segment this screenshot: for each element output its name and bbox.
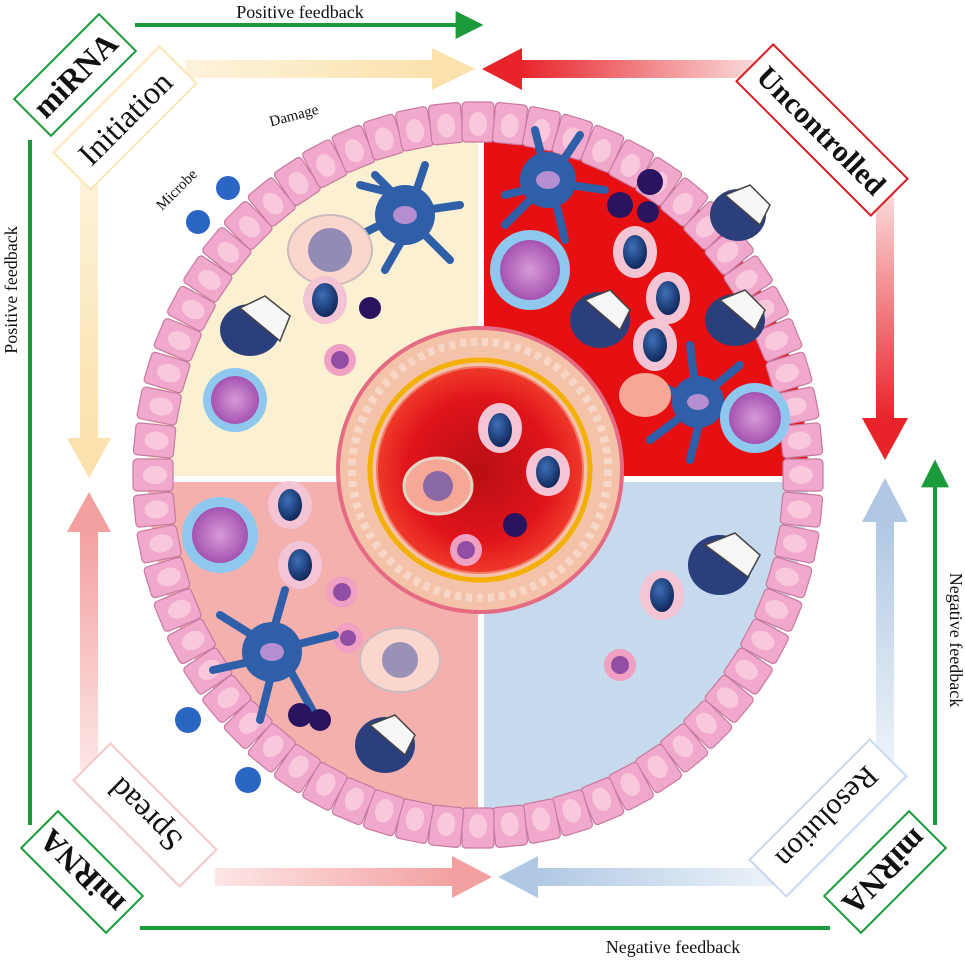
epithelial-cell	[660, 723, 709, 773]
epithelial-cell	[635, 743, 683, 794]
epithelial-cell	[779, 491, 824, 528]
blood-vessel	[336, 326, 624, 614]
epithelial-cell	[167, 618, 216, 665]
epithelial-cell	[132, 422, 177, 459]
epithelial-cell	[136, 386, 182, 426]
epithelial-cell	[740, 618, 789, 665]
epithelial-cell	[491, 804, 529, 848]
epithelial-cell	[153, 588, 202, 632]
epithelial-cell	[167, 285, 216, 332]
epithelial-cell	[765, 556, 813, 599]
epithelial-cell	[362, 789, 405, 837]
left-feedback-label: Positive feedback	[1, 226, 21, 353]
epithelial-cell	[704, 674, 754, 723]
epithelial-cell	[143, 556, 191, 599]
epithelial-cell	[132, 458, 174, 492]
top-feedback-label: Positive feedback	[236, 2, 363, 22]
epithelial-cell	[660, 177, 709, 227]
epithelial-cell	[551, 113, 594, 161]
uncontrolled-label: Uncontrolled	[750, 60, 892, 202]
epithelial-cell	[302, 761, 348, 811]
epithelial-cell	[521, 798, 561, 844]
epithelial-cell	[247, 177, 296, 227]
right-feedback-label: Negative feedback	[946, 573, 965, 707]
epithelial-cell	[132, 491, 177, 528]
epithelial-cell	[427, 102, 465, 146]
epithelial-cell	[754, 318, 803, 362]
epithelial-cell	[461, 807, 495, 849]
feedback-frame	[28, 11, 949, 930]
epithelial-cell	[143, 351, 191, 394]
epithelial-cell	[395, 798, 435, 844]
dendritic-cell	[501, 126, 609, 244]
damage-label: Damage	[268, 102, 321, 130]
process-arrows	[67, 48, 908, 898]
epithelial-cell	[723, 255, 773, 303]
dendritic-cell	[209, 586, 339, 724]
epithelial-cell	[491, 102, 529, 146]
epithelial-cell	[461, 101, 495, 143]
epithelial-cell	[223, 201, 273, 250]
epithelial-cell	[779, 422, 824, 459]
epithelial-cell	[774, 524, 820, 564]
epithelial-cell	[580, 777, 625, 826]
epithelial-cell	[302, 139, 348, 189]
epithelial-cell	[551, 789, 594, 837]
bottom-feedback-label: Negative feedback	[606, 937, 740, 957]
microbe-label: Microbe	[154, 166, 201, 213]
epithelial-cell	[136, 524, 182, 564]
epithelial-cell	[427, 804, 465, 848]
epithelial-cell	[331, 124, 376, 173]
epithelial-cell	[247, 723, 296, 773]
epithelial-cell	[362, 113, 405, 161]
epithelial-cell	[521, 106, 561, 152]
epithelial-cell	[395, 106, 435, 152]
epithelial-cell	[273, 156, 321, 207]
epithelial-cell	[273, 743, 321, 794]
epithelial-cell	[202, 674, 252, 723]
epithelium-ring	[132, 101, 824, 849]
epithelial-cell	[683, 700, 733, 749]
epithelial-cell	[153, 318, 202, 362]
epithelial-cell	[765, 351, 813, 394]
epithelial-cell	[202, 227, 252, 276]
immune-cells	[175, 126, 790, 793]
epithelial-cell	[723, 647, 773, 695]
mirna-box-bottom-right: miRNA	[822, 809, 948, 935]
epithelial-cell	[782, 458, 824, 492]
epithelial-cell	[331, 777, 376, 826]
dendritic-cell	[346, 161, 464, 274]
epithelial-cell	[754, 588, 803, 632]
uncontrolled-box: Uncontrolled	[735, 43, 909, 217]
epithelial-cell	[183, 255, 233, 303]
